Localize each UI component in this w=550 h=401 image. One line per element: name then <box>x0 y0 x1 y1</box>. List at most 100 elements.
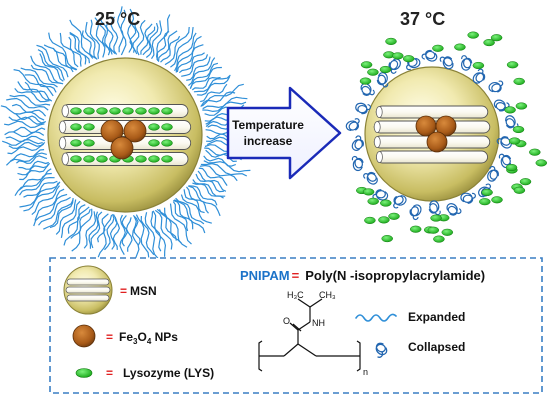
expanded-chain <box>18 160 49 170</box>
coil-strand <box>461 57 473 71</box>
coil-strand <box>498 80 504 87</box>
legend-msn-label: =MSN <box>120 284 157 298</box>
lysozyme <box>360 61 373 69</box>
lysozyme <box>432 44 444 52</box>
coil-strand <box>409 204 422 217</box>
coil-strand <box>487 169 499 182</box>
lysozyme <box>380 199 392 207</box>
expanded-chain <box>197 170 227 192</box>
lysozyme <box>472 61 485 70</box>
expanded-chain <box>199 164 238 182</box>
expanded-chain <box>55 199 77 235</box>
expanded-chain <box>69 31 90 64</box>
lysozyme <box>491 196 503 204</box>
pore-opening <box>376 151 383 163</box>
lysozyme <box>364 216 376 224</box>
coil-strand <box>421 53 427 60</box>
legend-lysozyme-icon <box>75 368 93 378</box>
expanded-chain <box>156 14 171 60</box>
expanded-chain <box>83 211 97 249</box>
msn-pore <box>375 150 489 164</box>
coil-strand <box>355 102 368 115</box>
coil-strand <box>505 115 516 129</box>
expanded-chain <box>178 52 205 74</box>
expanded-chain <box>43 199 74 230</box>
temperature-increase-arrow: Temperature increase <box>226 86 342 180</box>
coil-strand <box>498 153 506 159</box>
collapsed-coil <box>446 203 462 216</box>
expanded-chain <box>188 57 216 87</box>
structure-o: O <box>283 316 290 326</box>
expanded-chain <box>13 126 46 134</box>
coil-strand <box>488 81 502 93</box>
collapsed-coil <box>363 171 378 185</box>
coil-strand <box>446 203 458 216</box>
lysozyme <box>513 186 526 194</box>
expanded-chain <box>125 217 133 252</box>
expanded-chain <box>68 36 82 67</box>
pore-opening <box>373 136 381 148</box>
expanded-chain <box>9 94 51 106</box>
expanded-chain <box>67 204 86 234</box>
fe3o4-cluster-left <box>100 119 147 160</box>
expanded-chain <box>183 189 205 214</box>
collapsed-coil <box>376 72 389 88</box>
expanded-chain <box>200 163 248 177</box>
collapsed-coil <box>409 204 422 221</box>
lysozyme <box>161 107 173 115</box>
coil-strand <box>354 118 360 125</box>
coil-strand <box>406 63 411 71</box>
expanded-chain <box>34 188 65 221</box>
expanded-chain <box>6 97 49 111</box>
lysozyme <box>529 148 541 156</box>
structure-ch3: CH₃ <box>319 290 336 300</box>
expanded-chain <box>132 214 141 246</box>
coil-strand <box>471 192 476 199</box>
expanded-chain <box>19 163 49 181</box>
coil-strand <box>455 208 462 214</box>
coil-strand <box>493 99 506 112</box>
expanded-chain <box>121 215 128 247</box>
expanded-chain <box>36 44 69 78</box>
expanded-chain <box>205 149 237 162</box>
coil-strand <box>442 56 454 70</box>
arrow-label-line1: Temperature <box>232 118 304 132</box>
expanded-chain <box>11 103 47 117</box>
lysozyme <box>519 178 532 186</box>
coil-strand <box>489 165 496 172</box>
expanded-chain <box>33 193 68 227</box>
expanded-chain <box>189 62 219 89</box>
legend-msn-icon <box>63 265 113 315</box>
expanded-chain <box>164 26 190 66</box>
expanded-chain <box>144 212 159 260</box>
lysozyme <box>427 226 440 234</box>
collapsed-coil <box>428 200 441 216</box>
lysozyme <box>483 39 495 47</box>
collapsed-coil <box>498 153 512 169</box>
coil-strand <box>390 68 397 74</box>
coil-strand <box>472 72 486 84</box>
expanded-chain <box>17 81 51 101</box>
coil-strand <box>366 171 378 185</box>
expanded-chain <box>20 67 58 88</box>
lysozyme <box>505 163 518 172</box>
expanded-chain <box>14 88 50 103</box>
lysozyme <box>122 107 134 115</box>
expanded-chain <box>13 69 54 97</box>
expanded-chain <box>173 199 206 234</box>
expanded-chain <box>191 76 221 91</box>
expanded-chain <box>132 216 140 260</box>
lysozyme <box>83 123 95 131</box>
coil-strand <box>352 157 364 172</box>
lysozyme <box>441 228 454 236</box>
lysozyme <box>83 107 95 115</box>
lysozyme <box>467 31 479 39</box>
expanded-chain <box>173 199 194 230</box>
expanded-chain <box>186 186 209 214</box>
expanded-chain <box>172 201 189 232</box>
expanded-chain <box>156 30 170 62</box>
legend-lysozyme-label: =Lysozyme (LYS) <box>106 366 214 380</box>
expanded-chain <box>186 56 211 81</box>
expanded-chain <box>30 55 64 85</box>
